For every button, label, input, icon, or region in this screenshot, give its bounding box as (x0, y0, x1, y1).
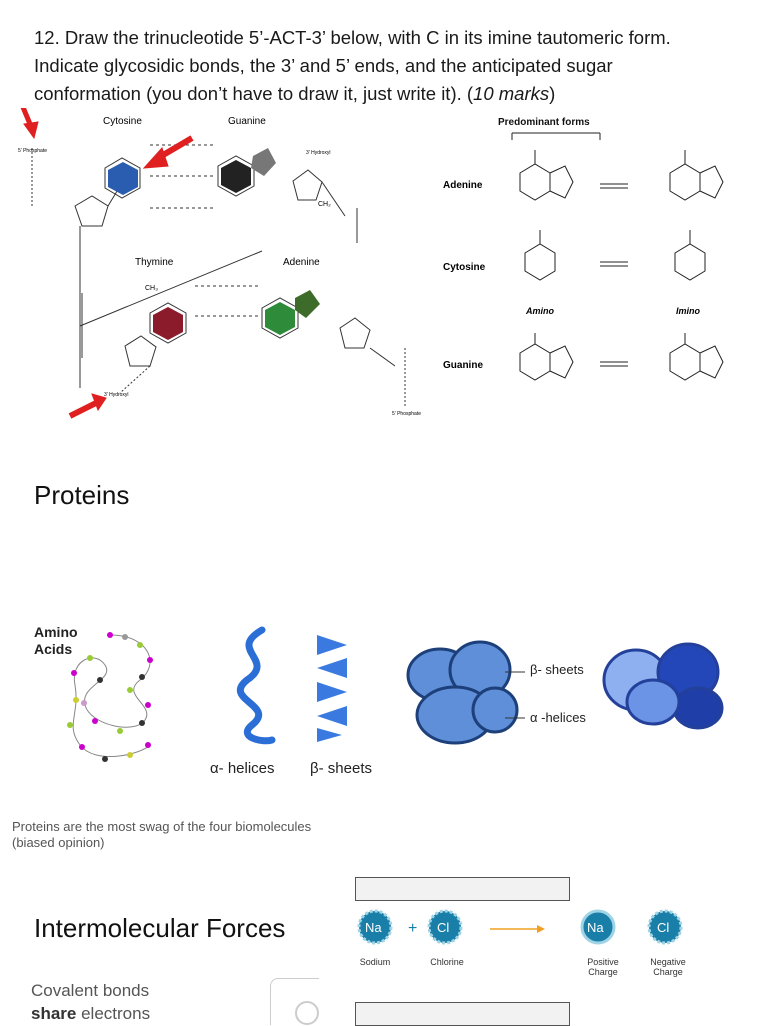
tautomer-diagram: Adenine Cytosine Guanine Amino Imino (443, 132, 724, 381)
adenine-label: Adenine (283, 257, 320, 268)
alpha-helix-illustration (236, 626, 276, 745)
guanine-label: Guanine (228, 116, 266, 127)
guanine-ring (221, 160, 251, 193)
beta-sheets-label: β- sheets (310, 760, 372, 777)
phosphate-5-bottom-label: 5’ Phosphate (392, 411, 421, 417)
red-arrow (20, 108, 33, 125)
na-ion-symbol: Na (587, 920, 604, 935)
input-box-top[interactable] (355, 877, 570, 901)
imino-label: Imino (676, 306, 701, 316)
backbone-line (79, 250, 263, 327)
proteins-caption: Proteins are the most swag of the four b… (12, 819, 312, 850)
question-line-1: 12. Draw the trinucleotide 5’-ACT-3’ bel… (34, 27, 671, 48)
imf-heading: Intermolecular Forces (34, 913, 286, 943)
sugar-ring (74, 195, 109, 227)
tautomer-cytosine-label: Cytosine (443, 262, 486, 273)
red-arrow-head (23, 121, 39, 140)
red-arrow-head (142, 147, 169, 169)
question-line-3: conformation (you don’t have to draw it,… (34, 83, 556, 104)
na-symbol: Na (365, 920, 382, 935)
cl-symbol: Cl (437, 920, 449, 935)
sugar-ring (292, 169, 323, 201)
input-box-bottom[interactable] (355, 1002, 570, 1026)
tertiary-structure-illustration (406, 640, 525, 745)
alpha-helices-label: α- helices (210, 760, 275, 777)
chlorine-label: Chlorine (430, 957, 464, 967)
plus-sign: + (408, 920, 417, 937)
tertiary-beta-label: β- sheets (530, 662, 584, 677)
adenine-imidazole (295, 290, 320, 318)
tautomer-title: Predominant forms (498, 117, 590, 128)
cl-ion-symbol: Cl (657, 920, 669, 935)
hydroxyl-3-top-label: 3’ Hydroxyl (306, 150, 331, 156)
sugar-ring (124, 335, 157, 367)
sugar-ring (339, 317, 371, 349)
tautomer-guanine-label: Guanine (443, 360, 483, 371)
negative-charge-label: Negative Charge (650, 957, 686, 977)
guanine-imidazole (251, 148, 276, 176)
tautomer-adenine-label: Adenine (443, 180, 483, 191)
red-arrow-head (91, 393, 107, 412)
sodium-ion (580, 909, 616, 945)
covalent-text: Covalent bonds share electrons (31, 981, 151, 1023)
positive-charge-label: Positive Charge (587, 957, 619, 977)
red-arrow (68, 399, 100, 419)
cytosine-label: Cytosine (103, 116, 142, 127)
cytosine-ring (108, 162, 138, 195)
amino-acid-chain (67, 632, 153, 762)
amino-acids-label: Amino Acids (34, 624, 78, 657)
chloride-ion (647, 909, 683, 945)
question-text: 12. Draw the trinucleotide 5’-ACT-3’ bel… (34, 24, 754, 108)
ch3-label: CH₃ (145, 285, 158, 292)
beta-sheet-illustration (317, 635, 347, 742)
phosphate-5-label: 5’ Phosphate (18, 148, 47, 154)
hydroxyl-3-bottom-label: 3’ Hydroxyl (104, 392, 129, 398)
sodium-atom (357, 909, 393, 945)
sodium-label: Sodium (359, 957, 391, 967)
ch2-label: CH₂ (318, 201, 331, 208)
marks: 10 marks (473, 83, 550, 104)
dna-diagram: Cytosine Guanine Thymine Adenine 5’ Phos… (18, 108, 421, 419)
thymine-ring (153, 307, 183, 340)
question-line-2: Indicate glycosidic bonds, the 3’ and 5’… (34, 55, 613, 76)
atom-thumbnail (270, 978, 319, 1025)
thymine-label: Thymine (135, 257, 174, 268)
adenine-ring (265, 302, 295, 335)
amino-label: Amino (525, 306, 555, 316)
quaternary-structure-illustration (602, 642, 724, 730)
tertiary-alpha-label: α -helices (530, 710, 586, 725)
ionic-bond-diagram: Na + Cl Na Cl (357, 909, 683, 945)
chlorine-atom (427, 909, 463, 945)
proteins-heading: Proteins (34, 480, 130, 510)
